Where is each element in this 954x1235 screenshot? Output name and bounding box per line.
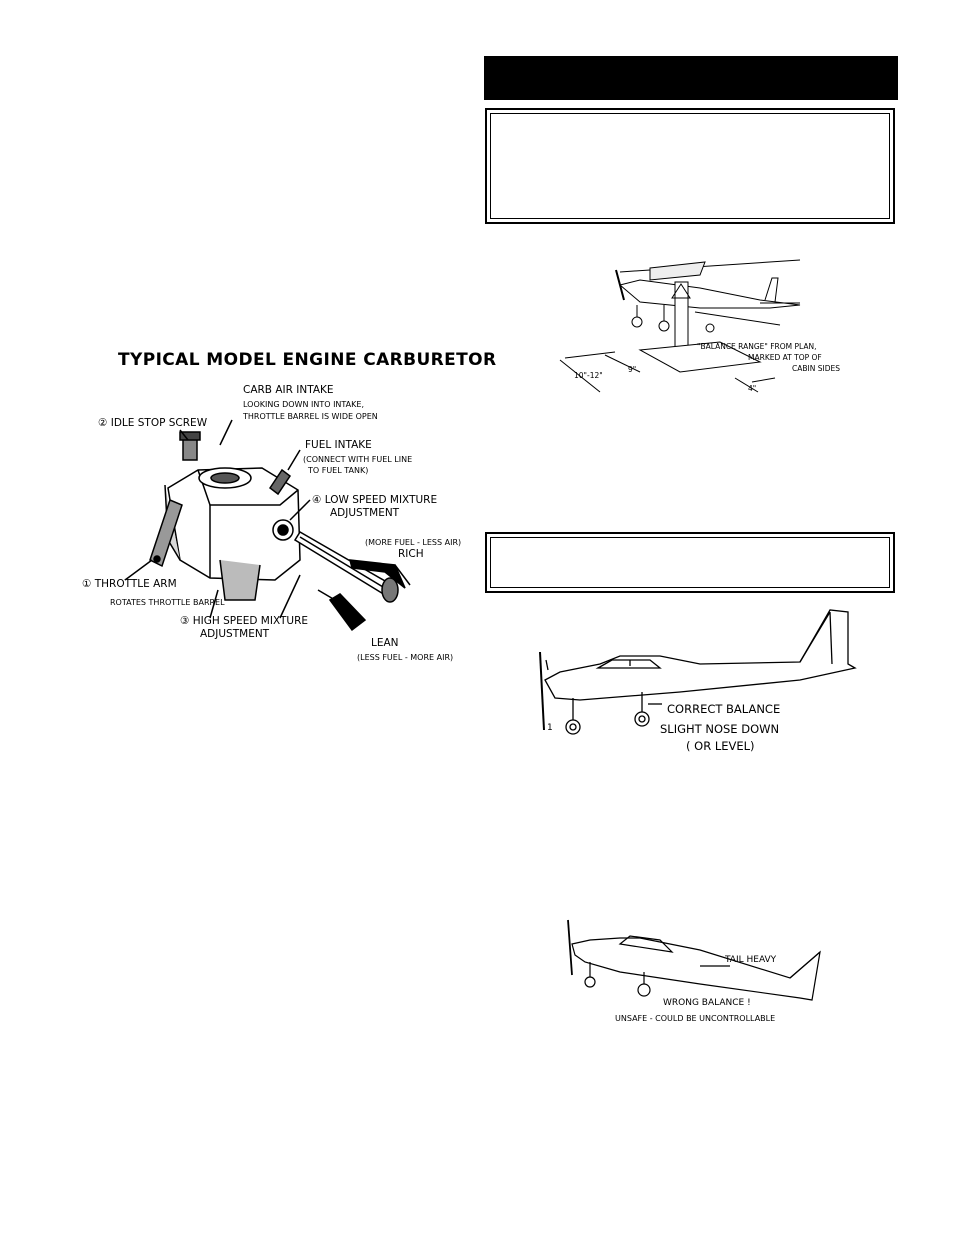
lean-note: (LESS FUEL - MORE AIR) bbox=[357, 653, 454, 662]
balance-range-label-3: CABIN SIDES bbox=[792, 364, 840, 373]
fuel-intake-label: FUEL INTAKE bbox=[305, 439, 372, 451]
or-level-label: ( OR LEVEL) bbox=[686, 739, 755, 753]
dimension-9: 9" bbox=[628, 365, 637, 374]
carb-air-intake-label: CARB AIR INTAKE bbox=[243, 384, 334, 396]
rich-label: RICH bbox=[398, 548, 424, 560]
rich-note: (MORE FUEL - LESS AIR) bbox=[365, 538, 462, 547]
carburetor-title: TYPICAL MODEL ENGINE CARBURETOR bbox=[118, 350, 497, 370]
throttle-arm-label: ① THROTTLE ARM bbox=[82, 578, 177, 590]
dimension-4: 4" bbox=[748, 384, 757, 393]
carb-air-intake-note-2: THROTTLE BARREL IS WIDE OPEN bbox=[243, 412, 378, 421]
correct-plane-marker: 1 bbox=[547, 723, 553, 733]
low-speed-label-1: ④ LOW SPEED MIXTURE bbox=[312, 494, 438, 506]
dimension-10-12: 10"-12" bbox=[574, 371, 603, 380]
carb-air-intake-note-1: LOOKING DOWN INTO INTAKE, bbox=[243, 400, 364, 409]
balance-range-label-1: "BALANCE RANGE" FROM PLAN, bbox=[697, 342, 817, 351]
fuel-intake-note-2: TO FUEL TANK) bbox=[308, 466, 369, 475]
unsafe-label: UNSAFE - COULD BE UNCONTROLLABLE bbox=[615, 1014, 776, 1023]
slight-nose-down-label: SLIGHT NOSE DOWN bbox=[660, 722, 780, 736]
idle-stop-label: ② IDLE STOP SCREW bbox=[98, 417, 208, 429]
notice-box-1 bbox=[485, 108, 895, 224]
section-header-bar bbox=[484, 56, 898, 100]
lean-label: LEAN bbox=[371, 637, 399, 649]
notice-box-2-inner-border bbox=[490, 537, 890, 588]
notice-box-1-inner-border bbox=[490, 113, 890, 219]
throttle-arm-note: ROTATES THROTTLE BARREL bbox=[110, 598, 225, 607]
fuel-intake-note-1: (CONNECT WITH FUEL LINE bbox=[303, 455, 413, 464]
high-speed-label-1: ③ HIGH SPEED MIXTURE bbox=[180, 615, 308, 627]
wrong-balance-label: WRONG BALANCE ! bbox=[663, 998, 751, 1008]
tail-heavy-label: TAIL HEAVY bbox=[725, 955, 777, 965]
correct-balance-label: CORRECT BALANCE bbox=[667, 702, 781, 716]
high-speed-label-2: ADJUSTMENT bbox=[200, 628, 270, 640]
notice-box-2 bbox=[485, 532, 895, 593]
balance-range-label-2: MARKED AT TOP OF bbox=[748, 353, 822, 362]
low-speed-label-2: ADJUSTMENT bbox=[330, 507, 400, 519]
